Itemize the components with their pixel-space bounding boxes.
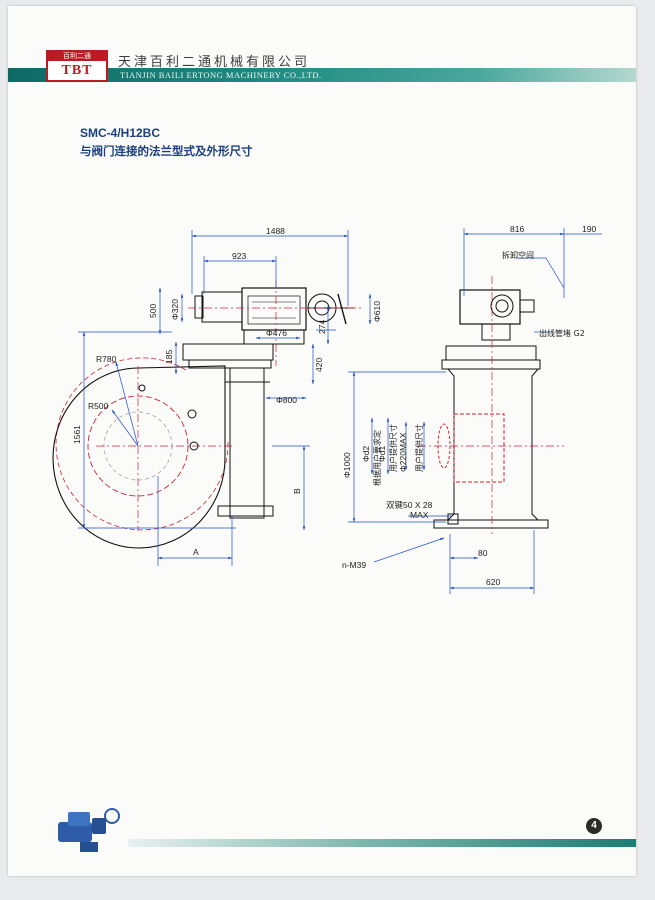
catalog-page: 百利二通 TBT 天津百利二通机械有限公司 TIANJIN BAILI ERTO… <box>8 6 636 876</box>
dim-816: 816 <box>510 224 524 234</box>
side-view <box>418 276 564 534</box>
note-max: MAX <box>410 510 429 520</box>
dim-923: 923 <box>232 251 246 261</box>
logo-top-text: 百利二通 <box>48 52 106 61</box>
model-title: SMC-4/H12BC <box>80 126 161 140</box>
dim-a: A <box>193 547 199 557</box>
dim-1488: 1488 <box>266 226 285 236</box>
dim-274: 274 <box>317 320 327 334</box>
dim-80: 80 <box>478 548 488 558</box>
note-double-key: 双键50 X 28 <box>386 500 433 510</box>
side-view-labels: 816 190 拆卸空间 出线管堵 G2 Φ1000 Φd2 根据用户要求定 Φ… <box>342 224 596 587</box>
logo-mark: TBT <box>61 63 93 78</box>
front-view-dimensions <box>78 230 372 566</box>
header-band <box>8 68 636 82</box>
dim-n-m39: n-M39 <box>342 560 366 570</box>
dim-320: Φ320 <box>170 299 180 320</box>
dim-d1: Φd1 <box>377 445 387 462</box>
footer-band <box>128 839 636 847</box>
dim-1561: 1561 <box>72 425 82 444</box>
note-outlet: 出线管堵 G2 <box>539 328 585 338</box>
drawing-subtitle: 与阀门连接的法兰型式及外形尺寸 <box>80 144 253 158</box>
dim-b: B <box>292 488 302 494</box>
front-view-labels: 1488 923 500 Φ320 Φ476 274 Φ610 185 420 … <box>72 226 382 557</box>
technical-drawing: 1488 923 500 Φ320 Φ476 274 Φ610 185 420 … <box>52 224 602 594</box>
note-removal-space: 拆卸空间 <box>502 250 534 260</box>
front-view <box>52 280 362 549</box>
dim-185: 185 <box>164 350 174 364</box>
dim-r500: R500 <box>88 401 109 411</box>
company-name-en: TIANJIN BAILI ERTONG MACHINERY CO.,LTD. <box>120 70 322 80</box>
company-name-cn: 天津百利二通机械有限公司 <box>118 55 311 70</box>
dim-800: Φ800 <box>276 395 297 405</box>
dim-420: 420 <box>314 358 324 372</box>
dim-bore-max: Φ220MAX <box>398 432 408 472</box>
dim-500: 500 <box>148 304 158 318</box>
page-number: 4 <box>586 818 602 834</box>
dim-1000: Φ1000 <box>342 452 352 478</box>
company-logo: 百利二通 TBT <box>46 50 108 82</box>
note-user-spec: 根据用户要求定 <box>372 430 382 486</box>
dim-620: 620 <box>486 577 500 587</box>
note-user-bore: 用户提供尺寸 <box>388 424 398 472</box>
dim-610: Φ610 <box>372 301 382 322</box>
dim-d2: Φd2 <box>361 445 371 462</box>
actuator-product-icon <box>58 808 120 852</box>
note-user-key: 用户提供尺寸 <box>414 424 424 472</box>
dim-r780: R780 <box>96 354 117 364</box>
dim-476: Φ476 <box>266 328 287 338</box>
side-view-dimensions <box>348 228 602 594</box>
dim-190: 190 <box>582 224 596 234</box>
